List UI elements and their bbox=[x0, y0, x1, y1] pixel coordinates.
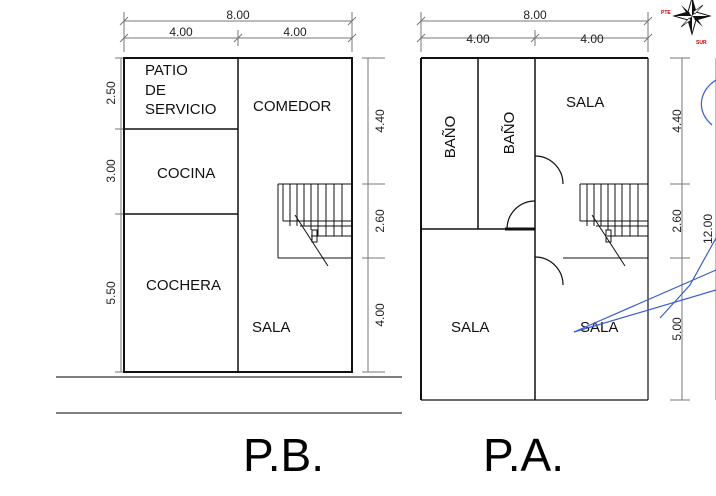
pa-top-dimensions bbox=[416, 12, 653, 52]
pa-room-bano-2: BAÑO bbox=[501, 112, 518, 155]
pb-dim-left-2: 3.00 bbox=[104, 159, 118, 183]
compass-label-top: PTE bbox=[661, 10, 671, 16]
pb-title: P.B. bbox=[243, 429, 324, 481]
pa-room-sala-left: SALA bbox=[451, 319, 489, 336]
pa-staircase bbox=[563, 183, 648, 267]
pa-title: P.A. bbox=[483, 429, 564, 481]
pb-dim-total: 8.00 bbox=[226, 8, 250, 22]
pb-room-sala: SALA bbox=[252, 319, 290, 336]
pb-dim-left-1: 2.50 bbox=[104, 81, 118, 105]
pa-door-swings bbox=[506, 155, 564, 292]
pb-room-patio-line-1: PATIO bbox=[145, 62, 188, 79]
pa-dim-right-2: 2.60 bbox=[670, 209, 684, 233]
compass-label-bottom: SUR bbox=[696, 40, 707, 46]
pa-dim-right-3: 5.00 bbox=[670, 317, 684, 341]
plan-pa: 8.00 4.00 4.00 4.40 2.60 5.00 12.00 bbox=[416, 8, 716, 481]
pa-dim-total: 8.00 bbox=[523, 8, 547, 22]
pb-dim-left: 4.00 bbox=[169, 25, 193, 39]
pa-dim-right-1: 4.40 bbox=[670, 109, 684, 133]
pb-walls bbox=[123, 57, 353, 373]
compass-rose-icon bbox=[672, 0, 712, 36]
pb-dim-right-2: 2.60 bbox=[373, 209, 387, 233]
pa-dim-overall: 12.00 bbox=[701, 214, 715, 244]
pa-room-bano-1: BAÑO bbox=[442, 116, 459, 159]
pb-dim-left-3: 5.50 bbox=[104, 281, 118, 305]
pb-dim-right: 4.00 bbox=[283, 25, 307, 39]
pb-room-cocina: COCINA bbox=[157, 165, 215, 182]
pa-walls bbox=[420, 57, 649, 401]
pb-room-comedor: COMEDOR bbox=[253, 98, 332, 115]
pb-room-patio-line-2: DE bbox=[145, 82, 166, 99]
pb-ground-lines bbox=[56, 376, 402, 414]
pa-sketch-lines bbox=[573, 79, 716, 333]
pb-room-patio-line-3: SERVICIO bbox=[145, 101, 216, 118]
pb-dim-right-3: 4.00 bbox=[373, 303, 387, 327]
pa-right-dimensions bbox=[670, 57, 716, 401]
pb-room-cochera: COCHERA bbox=[146, 277, 221, 294]
pb-right-dimensions bbox=[362, 57, 385, 373]
pb-staircase bbox=[277, 183, 352, 267]
pa-room-sala-top: SALA bbox=[566, 94, 604, 111]
plan-pb: 8.00 4.00 4.00 2.50 3.00 5.50 4.40 2.60 … bbox=[56, 8, 402, 481]
pb-dim-right-1: 4.40 bbox=[373, 109, 387, 133]
pa-room-sala-right: SALA bbox=[580, 319, 618, 336]
pa-dim-right: 4.00 bbox=[580, 32, 604, 46]
pa-dim-left: 4.00 bbox=[466, 32, 490, 46]
pb-top-dimensions bbox=[119, 12, 357, 52]
